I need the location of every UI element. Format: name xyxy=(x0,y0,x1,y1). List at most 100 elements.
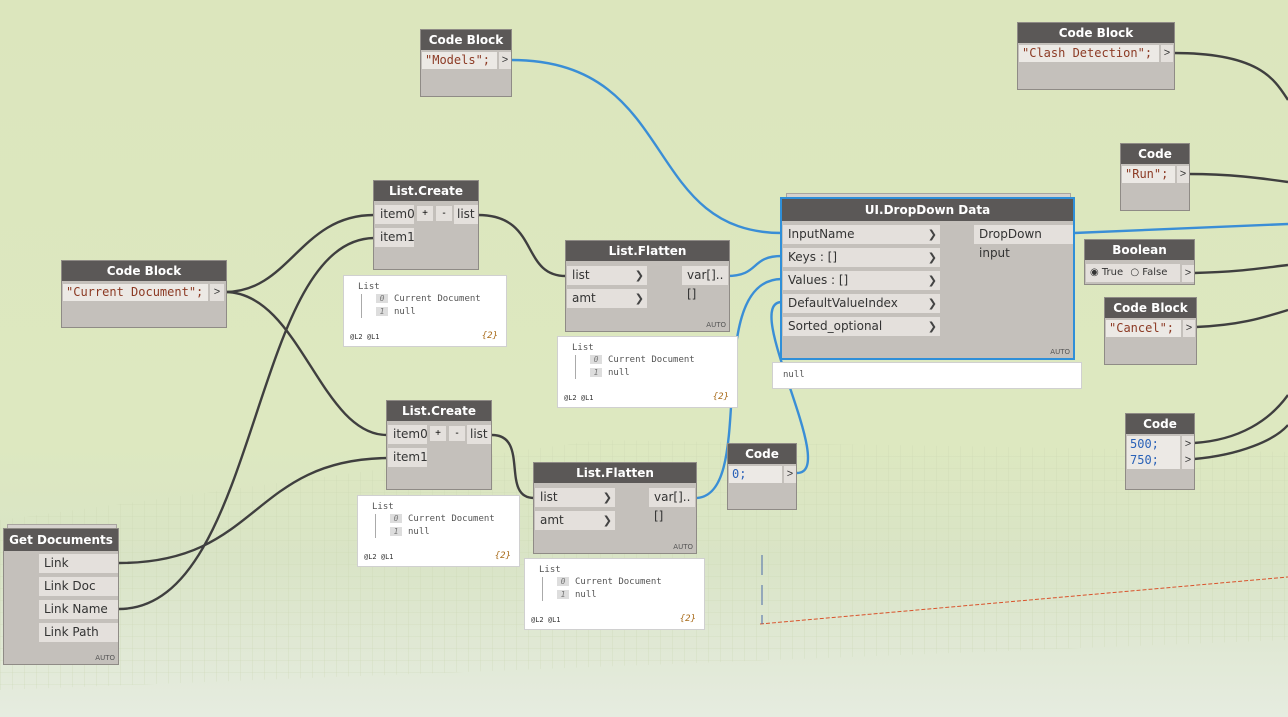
input-port-item1[interactable]: item1 xyxy=(375,228,415,247)
preview-list-label: List xyxy=(372,502,394,512)
preview-value: null xyxy=(408,527,430,537)
node-title: Boolean xyxy=(1085,240,1194,260)
output-port-link-path[interactable]: Link Path xyxy=(39,623,118,642)
boolean-toggle[interactable]: ◉ True ○ False xyxy=(1086,264,1180,282)
code-block-numbers[interactable]: Code Block 500; 750; > > xyxy=(1125,413,1195,490)
code-editor[interactable]: "Clash Detection"; xyxy=(1019,45,1159,62)
code-block-clash-detection[interactable]: Code Block "Clash Detection"; > xyxy=(1017,22,1175,90)
add-input-button[interactable]: + xyxy=(417,206,433,221)
add-input-button[interactable]: + xyxy=(430,426,446,441)
code-block-run[interactable]: Code Block "Run"; > xyxy=(1120,143,1190,211)
preview-list-label: List xyxy=(358,282,380,292)
output-port-link-instance[interactable]: Link Instance xyxy=(39,554,118,589)
input-port-list[interactable]: list❯ xyxy=(535,488,615,507)
input-port-defaultvalueindex[interactable]: DefaultValueIndex❯ xyxy=(783,294,940,313)
code-block-current-document[interactable]: Code Block "Current Document"; > xyxy=(61,260,227,328)
output-port-dropdown-input[interactable]: DropDown input xyxy=(974,225,1073,260)
input-port-values[interactable]: Values : []❯ xyxy=(783,271,940,290)
code-editor[interactable]: "Models"; xyxy=(422,52,497,69)
wire xyxy=(1188,172,1288,184)
tree-line xyxy=(375,514,376,538)
chevron-right-icon: ❯ xyxy=(602,514,612,527)
code-block-zero[interactable]: Code Block 0; > xyxy=(727,443,797,510)
preview-value: Current Document xyxy=(575,577,662,587)
input-port-item0[interactable]: item0 xyxy=(388,425,428,444)
tree-line xyxy=(361,294,362,318)
output-port[interactable]: > xyxy=(210,284,224,301)
wire xyxy=(510,58,783,235)
chevron-right-icon: ❯ xyxy=(602,491,612,504)
node-title: List.Flatten xyxy=(566,241,729,261)
output-port[interactable]: > xyxy=(1182,436,1194,453)
output-port-link-doc[interactable]: Link Doc xyxy=(39,577,118,596)
chevron-right-icon: ❯ xyxy=(927,251,937,264)
code-editor[interactable]: 0; xyxy=(729,466,782,483)
input-port-list[interactable]: list❯ xyxy=(567,266,647,285)
chevron-right-icon: ❯ xyxy=(634,269,644,282)
output-port[interactable]: var[]..[] xyxy=(682,266,728,301)
node-title: List.Create xyxy=(374,181,478,201)
wire xyxy=(1073,222,1288,235)
list-flatten-node[interactable]: List.Flatten list❯ amt❯ var[]..[] AUTO xyxy=(533,462,697,554)
list-flatten-node[interactable]: List.Flatten list❯ amt❯ var[]..[] AUTO xyxy=(565,240,730,332)
code-editor[interactable]: "Run"; xyxy=(1122,166,1175,183)
input-port-sorted-optional[interactable]: Sorted_optional❯ xyxy=(783,317,940,336)
input-port-inputname[interactable]: InputName❯ xyxy=(783,225,940,244)
remove-input-button[interactable]: - xyxy=(449,426,465,441)
code-block-cancel[interactable]: Code Block "Cancel"; > xyxy=(1104,297,1197,365)
code-editor-line-1[interactable]: 500; xyxy=(1127,436,1180,453)
code-editor-line-2[interactable]: 750; xyxy=(1127,452,1180,469)
output-port[interactable]: > xyxy=(1161,45,1173,62)
input-port-keys[interactable]: Keys : []❯ xyxy=(783,248,940,267)
radio-true-icon[interactable]: ◉ xyxy=(1090,267,1099,278)
remove-input-button[interactable]: - xyxy=(436,206,452,221)
true-label: True xyxy=(1101,267,1124,278)
output-port[interactable]: > xyxy=(1177,166,1189,183)
output-port-list[interactable]: list xyxy=(467,425,491,444)
input-port-amt[interactable]: amt❯ xyxy=(535,511,615,530)
output-port[interactable]: > xyxy=(1182,265,1194,282)
node-title: Code Block xyxy=(1126,414,1194,451)
output-port[interactable]: > xyxy=(1183,320,1195,337)
boolean-node[interactable]: Boolean ◉ True ○ False > xyxy=(1084,239,1195,285)
ui-dropdown-data-node[interactable]: UI.DropDown Data InputName❯ Keys : []❯ V… xyxy=(780,197,1075,360)
node-title: UI.DropDown Data xyxy=(782,199,1073,221)
get-documents-node[interactable]: Get Documents Link Instance Link Doc Lin… xyxy=(3,528,119,665)
wire xyxy=(118,236,375,611)
output-port[interactable]: > xyxy=(1182,452,1194,469)
lacing-label: AUTO xyxy=(1050,348,1070,356)
wire xyxy=(224,290,388,437)
output-port-list[interactable]: list xyxy=(454,205,478,224)
output-port[interactable]: > xyxy=(499,52,511,69)
code-editor[interactable]: "Current Document"; xyxy=(63,284,208,301)
input-port-item1[interactable]: item1 xyxy=(388,448,428,467)
list-create-node[interactable]: List.Create item0 item1 + - list xyxy=(386,400,492,490)
preview-value: Current Document xyxy=(408,514,495,524)
list-create-node[interactable]: List.Create item0 item1 + - list xyxy=(373,180,479,270)
lacing-label: AUTO xyxy=(95,654,115,662)
preview-list-label: List xyxy=(572,343,594,353)
output-port[interactable]: var[]..[] xyxy=(649,488,695,523)
code-block-models[interactable]: Code Block "Models"; > xyxy=(420,29,512,97)
wire xyxy=(1193,394,1288,445)
node-title: Code Block xyxy=(1018,23,1174,43)
node-title: Code Block xyxy=(1121,144,1189,181)
chevron-right-icon: ❯ xyxy=(927,297,937,310)
output-port[interactable]: > xyxy=(784,466,796,483)
preview-value: null xyxy=(394,307,416,317)
input-port-item0[interactable]: item0 xyxy=(375,205,415,224)
node-title: List.Flatten xyxy=(534,463,696,483)
radio-false-icon[interactable]: ○ xyxy=(1130,267,1140,278)
false-label: False xyxy=(1142,267,1168,278)
code-editor[interactable]: "Cancel"; xyxy=(1106,320,1181,337)
input-port-amt[interactable]: amt❯ xyxy=(567,289,647,308)
output-port-link-name[interactable]: Link Name xyxy=(39,600,118,619)
chevron-right-icon: ❯ xyxy=(927,274,937,287)
